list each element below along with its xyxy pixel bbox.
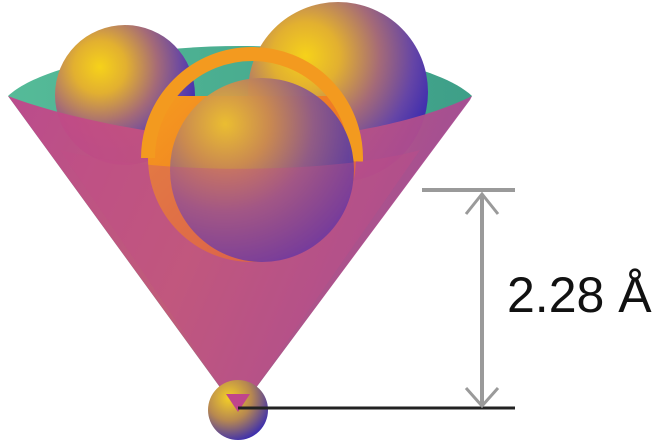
cone-overlay xyxy=(60,150,420,412)
orange-ring-upper xyxy=(141,47,363,269)
arrow-head-down xyxy=(464,387,500,409)
dimension-label: 2.28 Å xyxy=(507,267,652,323)
arrow-head-up xyxy=(464,191,500,215)
front-sphere xyxy=(170,78,354,262)
cone-tip xyxy=(226,394,250,412)
